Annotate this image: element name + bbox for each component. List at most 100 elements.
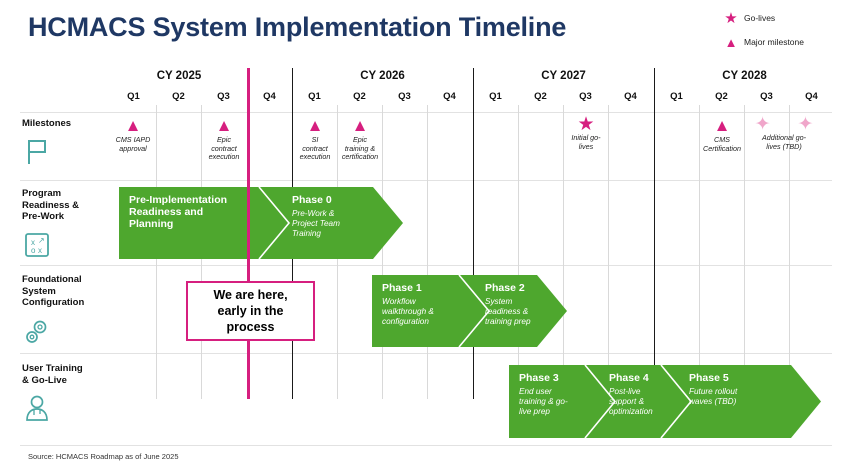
phase-subtitle: Project Team xyxy=(292,219,340,228)
we-are-here-callout: We are here, early in the process xyxy=(186,281,315,341)
grid-line xyxy=(382,105,383,399)
phase-segment-phase-1[interactable]: Phase 1 Workflow walkthrough & configura… xyxy=(372,275,462,347)
phase-title: Phase 0 xyxy=(292,194,332,206)
legend-label-go-lives: Go-lives xyxy=(744,13,776,23)
strategy-icon: x ↗ o x xyxy=(25,232,49,257)
chevron-shape xyxy=(509,364,821,439)
phase-segment-pre-implementation[interactable]: Pre-Implementation Readiness and Plannin… xyxy=(119,187,261,259)
chevron-shape xyxy=(119,186,403,260)
phase-subtitle: End user xyxy=(519,387,552,396)
phase-subtitle: Training xyxy=(292,229,321,238)
row-label-program-readiness: Program Readiness & Pre-Work x ↗ o x xyxy=(22,188,108,265)
phase-title: Phase 2 xyxy=(485,282,525,294)
milestone-cms-iapd-approval[interactable]: ▲ CMS IAPD approval xyxy=(105,117,161,153)
triangle-icon: ▲ xyxy=(724,34,738,50)
grid-area: CY 2025 CY 2026 CY 2027 CY 2028 Q1 Q2 Q3… xyxy=(111,60,832,445)
milestone-label: lives xyxy=(578,141,594,151)
chevron-shape xyxy=(372,274,567,348)
milestone-si-contract-execution[interactable]: ▲ SI contract execution xyxy=(287,117,343,162)
year-boundary-2027 xyxy=(473,68,475,399)
year-header-2025: CY 2025 xyxy=(156,70,202,82)
milestone-label: contract xyxy=(211,143,237,153)
quarter-header-2027-q3: Q3 xyxy=(579,91,592,102)
row-label-text: & Go-Live xyxy=(22,374,67,386)
clinician-icon xyxy=(26,395,48,421)
row-label-text: Configuration xyxy=(22,297,85,308)
quarter-header-2027-q2: Q2 xyxy=(534,91,547,102)
quarter-header-2028-q3: Q3 xyxy=(760,91,773,102)
milestone-cms-certification[interactable]: ▲ CMS Certification xyxy=(694,117,750,153)
phase-subtitle: training & go- xyxy=(519,397,568,406)
milestone-additional-go-lives[interactable]: ✦ ✦ Additional go- lives (TBD) xyxy=(739,115,829,151)
phase-bar-user-training[interactable]: Phase 3 End user training & go- live pre… xyxy=(509,364,821,439)
milestone-label: CMS xyxy=(714,135,730,144)
triangle-icon: ▲ xyxy=(306,116,324,135)
quarter-header-2026-q4: Q4 xyxy=(443,91,456,102)
phase-segment-phase-3[interactable]: Phase 3 End user training & go- live pre… xyxy=(509,365,587,438)
phase-segment-phase-5[interactable]: Phase 5 Future rollout waves (TBD) xyxy=(679,365,809,438)
phase-title: Readiness and xyxy=(129,206,204,218)
legend-label-major-milestone: Major milestone xyxy=(744,37,804,47)
ghost-star-icon: ✦ xyxy=(797,114,814,135)
row-divider xyxy=(20,265,832,266)
row-label-text: Pre-Work xyxy=(22,211,65,222)
phase-segment-phase-4[interactable]: Phase 4 Post-live support & optimization xyxy=(599,365,681,438)
quarter-header-2027-q4: Q4 xyxy=(624,91,637,102)
milestone-label: lives (TBD) xyxy=(766,141,802,151)
quarter-header-2025-q2: Q2 xyxy=(172,91,185,102)
svg-text:o: o xyxy=(31,246,36,255)
phase-subtitle: Future rollout xyxy=(689,387,738,396)
row-label-user-training: User Training & Go-Live xyxy=(22,363,108,428)
phase-title: Phase 5 xyxy=(689,372,729,384)
phase-subtitle: walkthrough & xyxy=(382,307,434,316)
row-label-text: Program xyxy=(22,188,62,199)
phase-subtitle: training prep xyxy=(485,317,531,326)
phase-subtitle: waves (TBD) xyxy=(689,397,737,406)
milestone-label: Initial go- xyxy=(571,133,601,142)
quarter-header-2025-q3: Q3 xyxy=(217,91,230,102)
year-header-2028: CY 2028 xyxy=(722,70,767,82)
milestone-label: execution xyxy=(208,152,240,162)
row-label-text: Foundational xyxy=(22,274,82,285)
milestone-label: Certification xyxy=(703,143,741,153)
quarter-header-2026-q3: Q3 xyxy=(398,91,411,102)
gears-icon xyxy=(26,320,47,343)
phase-subtitle: live prep xyxy=(519,407,550,416)
svg-text:↗: ↗ xyxy=(38,236,45,245)
flag-icon xyxy=(28,139,46,164)
phase-subtitle: optimization xyxy=(609,407,653,416)
star-icon: ★ xyxy=(577,114,595,135)
quarter-header-2028-q4: Q4 xyxy=(805,91,818,102)
triangle-icon: ▲ xyxy=(351,116,369,135)
milestone-initial-go-lives[interactable]: ★ Initial go- lives xyxy=(558,115,614,151)
milestone-epic-contract-execution[interactable]: ▲ Epic contract execution xyxy=(196,117,252,162)
phase-title: Planning xyxy=(129,218,174,230)
year-header-2026: CY 2026 xyxy=(360,70,405,82)
row-divider xyxy=(20,112,832,113)
quarter-header-2028-q2: Q2 xyxy=(715,91,728,102)
quarter-header-2025-q1: Q1 xyxy=(127,91,140,102)
source-note: Source: HCMACS Roadmap as of June 2025 xyxy=(28,452,179,461)
milestone-label: Epic xyxy=(353,135,367,144)
grid-line xyxy=(789,105,790,399)
phase-subtitle: configuration xyxy=(382,317,429,326)
phase-bar-foundational[interactable]: Phase 1 Workflow walkthrough & configura… xyxy=(372,274,567,348)
quarter-header-2026-q2: Q2 xyxy=(353,91,366,102)
year-header-2027: CY 2027 xyxy=(541,70,586,82)
phase-bar-program-readiness[interactable]: Pre-Implementation Readiness and Plannin… xyxy=(119,186,403,260)
triangle-icon: ▲ xyxy=(215,116,233,135)
callout-text: process xyxy=(226,320,275,334)
legend-item-major-milestone: ▲ Major milestone xyxy=(722,32,840,52)
milestone-epic-training-certification[interactable]: ▲ Epic training & certification xyxy=(332,117,388,162)
star-icon: ★ xyxy=(724,9,738,27)
row-label-text: Milestones xyxy=(22,118,72,129)
phase-title: Phase 1 xyxy=(382,282,422,294)
phase-subtitle: support & xyxy=(609,397,645,406)
row-divider xyxy=(20,180,832,181)
phase-segment-phase-2[interactable]: Phase 2 System readiness & training prep xyxy=(475,275,567,347)
phase-subtitle: Workflow xyxy=(382,297,416,306)
triangle-icon: ▲ xyxy=(124,116,142,135)
phase-segment-phase-0[interactable]: Phase 0 Pre-Work & Project Team Training xyxy=(282,187,402,259)
phase-subtitle: Pre-Work & xyxy=(292,209,335,218)
